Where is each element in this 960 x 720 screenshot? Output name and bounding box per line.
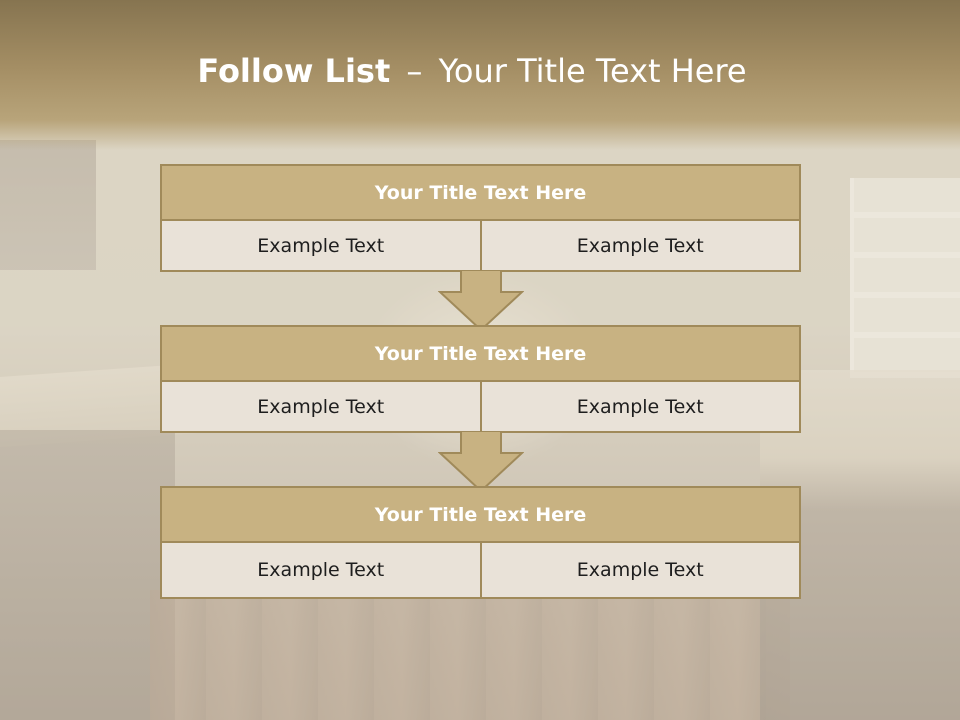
block-title: Your Title Text Here (160, 486, 801, 543)
background-shelves (850, 178, 960, 378)
list-block-2: Your Title Text Here Example Text Exampl… (160, 325, 801, 433)
header-band (0, 0, 960, 150)
list-block-1: Your Title Text Here Example Text Exampl… (160, 164, 801, 272)
list-block-3: Your Title Text Here Example Text Exampl… (160, 486, 801, 599)
down-arrow-icon (438, 270, 524, 332)
background-floor (150, 590, 790, 720)
block-title: Your Title Text Here (160, 325, 801, 382)
background-lower-cabinet (0, 430, 175, 720)
block-row: Example Text Example Text (160, 382, 801, 433)
block-title: Your Title Text Here (160, 164, 801, 221)
slide-title-text: Your Title Text Here (438, 52, 747, 90)
block-row: Example Text Example Text (160, 543, 801, 599)
block-cell-left: Example Text (257, 234, 385, 257)
slide-title-bold: Follow List (197, 52, 391, 90)
block-row: Example Text Example Text (160, 221, 801, 272)
block-cell-right: Example Text (479, 221, 800, 270)
slide-title-separator: – (406, 52, 423, 90)
block-cell-left: Example Text (257, 395, 385, 418)
slide-title: Follow List – Your Title Text Here (0, 52, 944, 90)
down-arrow-icon (438, 431, 524, 493)
block-cell-left: Example Text (257, 559, 385, 581)
background-cabinet (0, 140, 96, 270)
block-cell-right: Example Text (479, 382, 800, 431)
block-cell-right: Example Text (479, 543, 800, 597)
